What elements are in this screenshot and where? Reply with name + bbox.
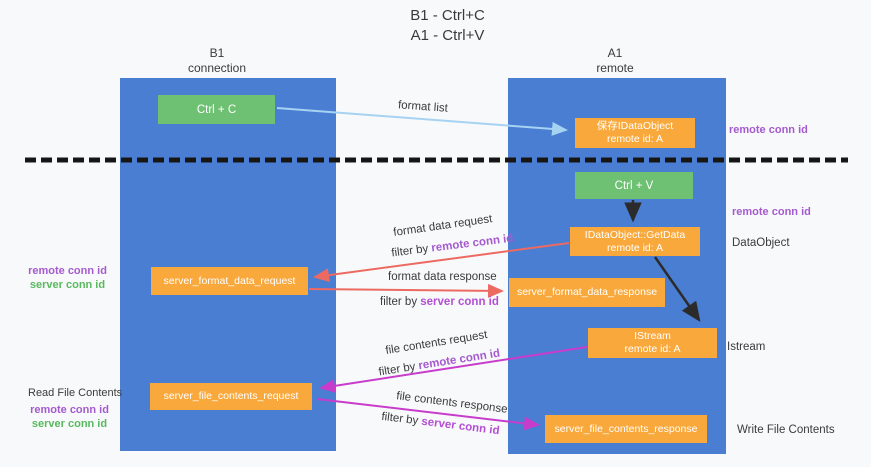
remote-conn-id-text: remote conn id (430, 232, 514, 255)
server-file-contents-response-box: server_file_contents_response (545, 415, 707, 443)
ctrl-c-box: Ctrl + C (158, 95, 275, 124)
remote-conn-id-text: remote conn id (417, 347, 501, 373)
server-file-contents-request-box: server_file_contents_request (150, 383, 312, 410)
server-format-data-response-label: server_format_data_response (516, 286, 658, 298)
save-dataobject-line1: 保存IDataObject (596, 120, 674, 132)
lifeline-header-a1: A1 remote (515, 46, 715, 76)
server-conn-id-text: server conn id (420, 296, 499, 308)
diagram-title: B1 - Ctrl+C A1 - Ctrl+V (360, 6, 535, 46)
left-server-conn-id: server conn id (29, 279, 106, 291)
format-data-request-label: format data request (392, 213, 494, 239)
ctrl-c-label: Ctrl + C (196, 103, 237, 116)
lifeline-b1-role: connection (187, 61, 247, 75)
right-remote-conn-id-top: remote conn id (729, 124, 808, 136)
getdata-line2: remote id: A (606, 241, 664, 254)
server-format-data-request-label: server_format_data_request (163, 274, 296, 287)
format-data-response-arrow (308, 283, 504, 298)
lifeline-b1-name: B1 (209, 46, 225, 60)
save-dataobject-box: 保存IDataObject remote id: A (575, 118, 695, 148)
filter-by-text: filter by (380, 410, 423, 428)
server-file-contents-response-label: server_file_contents_response (554, 422, 698, 435)
left-remote-conn-id: remote conn id (28, 265, 107, 277)
getdata-line1: IDataObject::GetData (584, 228, 686, 241)
server-format-data-request-box: server_format_data_request (151, 267, 308, 295)
server-format-data-response-box: server_format_data_response (509, 278, 665, 307)
left2-remote-conn-id: remote conn id (30, 404, 109, 416)
istream-line2: remote id: A (624, 343, 681, 355)
istream-line1: IStream (634, 330, 671, 342)
format-data-response-filter-label: filter by server conn id (380, 296, 499, 308)
filter-by-text: filter by (377, 360, 420, 379)
title-line-1: B1 - Ctrl+C (410, 7, 485, 24)
lifeline-a1-name: A1 (607, 46, 623, 60)
right-remote-conn-id-mid: remote conn id (732, 206, 811, 218)
filter-by-text: filter by (380, 296, 421, 308)
lifeline-a1-role: remote (596, 61, 634, 75)
left-conn-id-block: remote conn id server conn id (20, 264, 115, 292)
title-line-2: A1 - Ctrl+V (410, 27, 485, 44)
left2-server-conn-id: server conn id (31, 418, 108, 430)
server-conn-id-text: server conn id (420, 415, 501, 438)
dataobject-label: DataObject (732, 237, 790, 249)
istream-side-label: Istream (727, 341, 766, 353)
format-data-response-label: format data response (388, 271, 497, 283)
ctrl-v-box: Ctrl + V (575, 172, 693, 199)
file-contents-response-label: file contents response (395, 390, 509, 416)
server-file-contents-request-label: server_file_contents_request (163, 390, 299, 402)
write-file-contents-label: Write File Contents (737, 424, 835, 436)
save-dataobject-line2: remote id: A (606, 133, 664, 145)
lifeline-header-b1: B1 connection (117, 46, 317, 76)
read-file-contents-label: Read File Contents (28, 387, 123, 399)
format-list-label: format list (397, 99, 449, 115)
file-contents-response-filter-label: filter by server conn id (381, 411, 500, 437)
filter-by-text: filter by (390, 242, 433, 260)
ctrl-v-label: Ctrl + V (614, 179, 654, 192)
idataobject-getdata-box: IDataObject::GetData remote id: A (570, 227, 700, 256)
istream-box: IStream remote id: A (588, 328, 717, 358)
left-conn-id-block-2: remote conn id server conn id (22, 403, 117, 431)
